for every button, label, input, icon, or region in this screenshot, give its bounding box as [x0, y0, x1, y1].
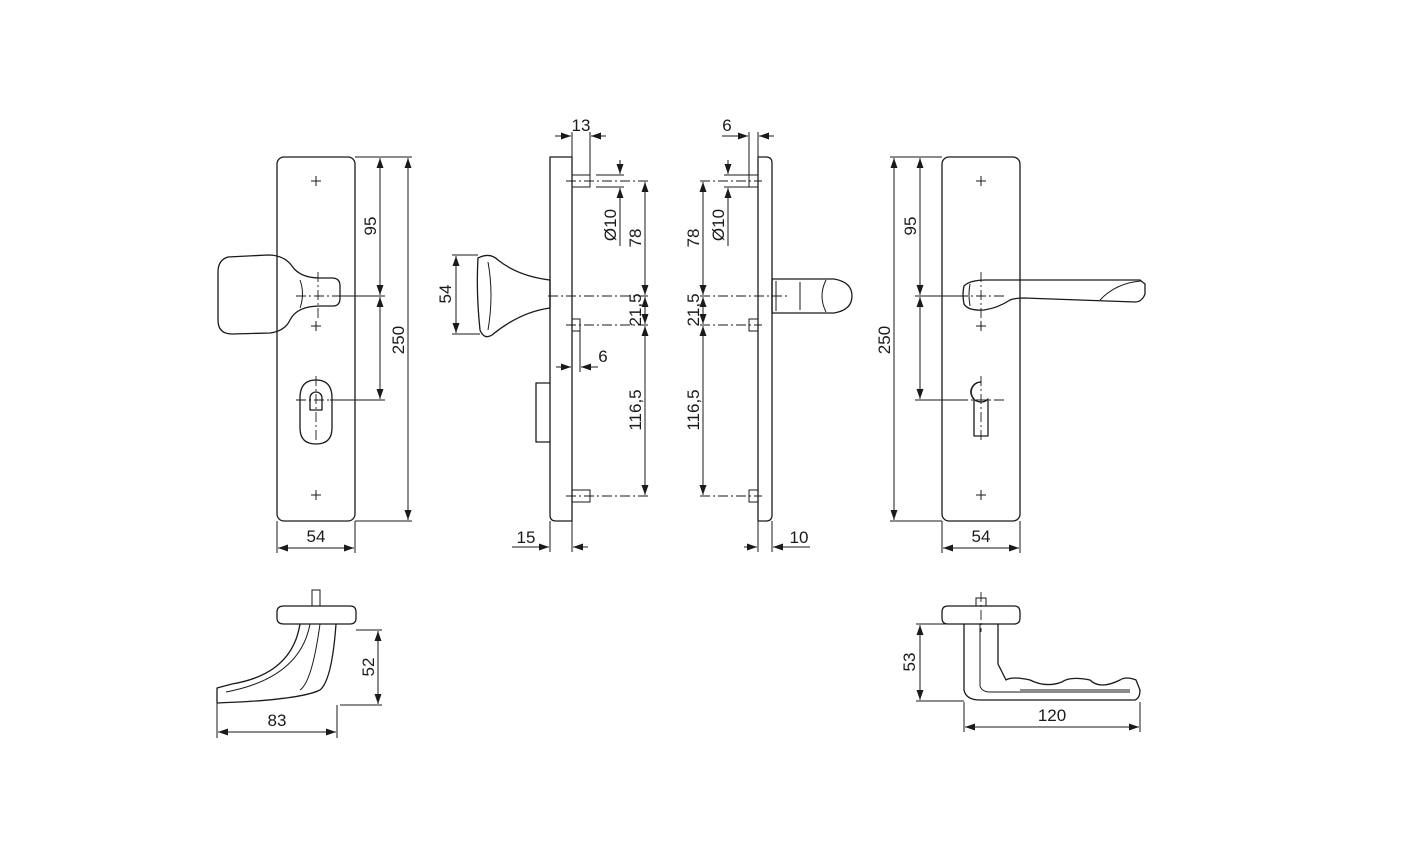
dim-lever-screw-mid: 21,5 [684, 293, 703, 326]
dim-knob-pin-dia: Ø10 [601, 209, 620, 241]
dim-knob-width: 54 [307, 527, 326, 546]
knob-side-view: 13 Ø10 78 21,5 116,5 54 6 15 [436, 116, 650, 552]
dim-lever-to-key: 95 [901, 217, 920, 236]
lever-front-view: 95 250 54 [875, 156, 1146, 553]
knob-top-view: 52 83 [216, 589, 382, 738]
dim-knob-to-key: 95 [361, 217, 380, 236]
dim-lever-projection: 53 [900, 653, 919, 672]
dim-knob-slot: 6 [598, 347, 607, 366]
dim-lever-screw-upper: 78 [684, 229, 703, 248]
dim-knob-screw-lower: 116,5 [626, 389, 645, 430]
dim-lever-height: 250 [875, 326, 894, 354]
dim-knob-height: 250 [389, 326, 408, 354]
lever-side-view: 6 Ø10 78 21,5 116,5 10 [684, 116, 853, 552]
dim-knob-screw-mid: 21,5 [626, 293, 645, 326]
dim-knob-screw-upper: 78 [626, 229, 645, 248]
dim-lever-width: 54 [972, 527, 991, 546]
dim-lever-pin-offset: 6 [722, 116, 731, 135]
knob-front-view: 95 250 54 [217, 156, 412, 553]
dim-knob-plate-depth: 15 [517, 528, 536, 547]
dim-lever-plate-depth: 10 [790, 528, 809, 547]
dim-knob-size: 54 [436, 285, 455, 304]
dim-knob-pin-offset: 13 [572, 116, 591, 135]
lever-top-view: 53 120 [900, 592, 1141, 732]
dim-knob-projection: 52 [359, 658, 378, 677]
dim-lever-pin-dia: Ø10 [709, 209, 728, 241]
dim-lever-screw-lower: 116,5 [684, 389, 703, 430]
dim-lever-length: 120 [1038, 706, 1066, 725]
dim-knob-length: 83 [268, 711, 287, 730]
